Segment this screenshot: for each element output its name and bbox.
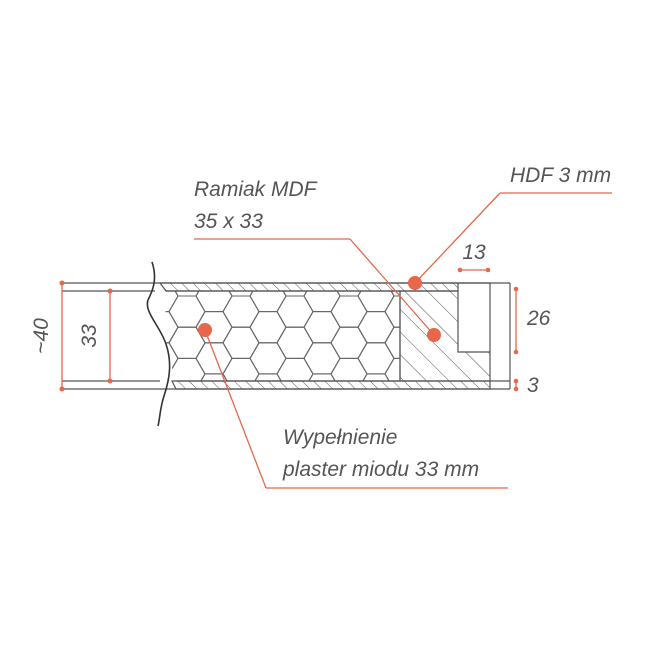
honeycomb-cell xyxy=(384,326,400,359)
honeycomb-cell xyxy=(330,326,368,359)
leader-fill: Wypełnienie plaster miodu 33 mm xyxy=(198,323,508,489)
fill-label-line1: Wypełnienie xyxy=(283,426,397,449)
hdf-marker-dot xyxy=(408,276,422,290)
honeycomb-cell xyxy=(168,295,206,328)
dimension-total: ~40 xyxy=(30,280,65,392)
dimension-skin: 3 xyxy=(513,374,539,397)
leader-hdf: HDF 3 mm xyxy=(408,164,612,290)
honeycomb-cell xyxy=(142,249,178,280)
honeycomb-core xyxy=(142,249,475,421)
honeycomb-cell xyxy=(330,295,368,328)
frame-label-line2: 35 x 33 xyxy=(194,210,263,233)
honeycomb-cell xyxy=(385,390,421,421)
dimension-core-label: 33 xyxy=(78,324,101,348)
dimension-groove-depth: 26 xyxy=(513,286,551,355)
frame-label-line1: Ramiak MDF xyxy=(194,178,318,201)
hdf-bottom-skin xyxy=(171,380,491,390)
honeycomb-cell xyxy=(303,311,341,344)
dimension-core: 33 xyxy=(78,288,113,384)
honeycomb-cell xyxy=(277,390,313,421)
honeycomb-cell xyxy=(357,342,395,375)
honeycomb-cell xyxy=(439,390,475,421)
honeycomb-cell xyxy=(276,326,314,359)
honeycomb-cell xyxy=(276,295,314,328)
break-line xyxy=(146,261,171,427)
dimension-skin-label: 3 xyxy=(527,374,539,397)
leader-frame: Ramiak MDF 35 x 33 xyxy=(194,178,441,342)
honeycomb-cell xyxy=(165,311,179,344)
dimension-frame-width-label: 13 xyxy=(462,241,486,264)
dimension-frame-width: 13 xyxy=(457,241,491,273)
mdf-frame xyxy=(399,290,491,382)
honeycomb-cell xyxy=(384,357,400,381)
honeycomb-cell xyxy=(169,390,205,421)
honeycomb-cell xyxy=(222,295,260,328)
honeycomb-cell xyxy=(249,342,287,375)
honeycomb-cell xyxy=(331,390,367,421)
dimension-groove-depth-label: 26 xyxy=(526,307,551,330)
honeycomb-cell xyxy=(195,342,233,375)
frame-marker-dot xyxy=(427,328,441,342)
fill-marker-dot xyxy=(198,323,212,337)
honeycomb-cell xyxy=(304,249,340,280)
honeycomb-cell xyxy=(222,326,260,359)
fill-label-line2: plaster miodu 33 mm xyxy=(282,458,479,481)
honeycomb-cell xyxy=(303,342,341,375)
frame-rebate xyxy=(458,282,491,352)
honeycomb-cell xyxy=(165,342,179,375)
honeycomb-cell xyxy=(196,249,232,280)
honeycomb-cell xyxy=(223,390,259,421)
hdf-label: HDF 3 mm xyxy=(510,164,611,187)
honeycomb-cell xyxy=(384,295,400,328)
dimension-total-label: ~40 xyxy=(30,318,53,354)
honeycomb-cell xyxy=(250,249,286,280)
honeycomb-cell xyxy=(249,311,287,344)
honeycomb-cell xyxy=(357,311,395,344)
